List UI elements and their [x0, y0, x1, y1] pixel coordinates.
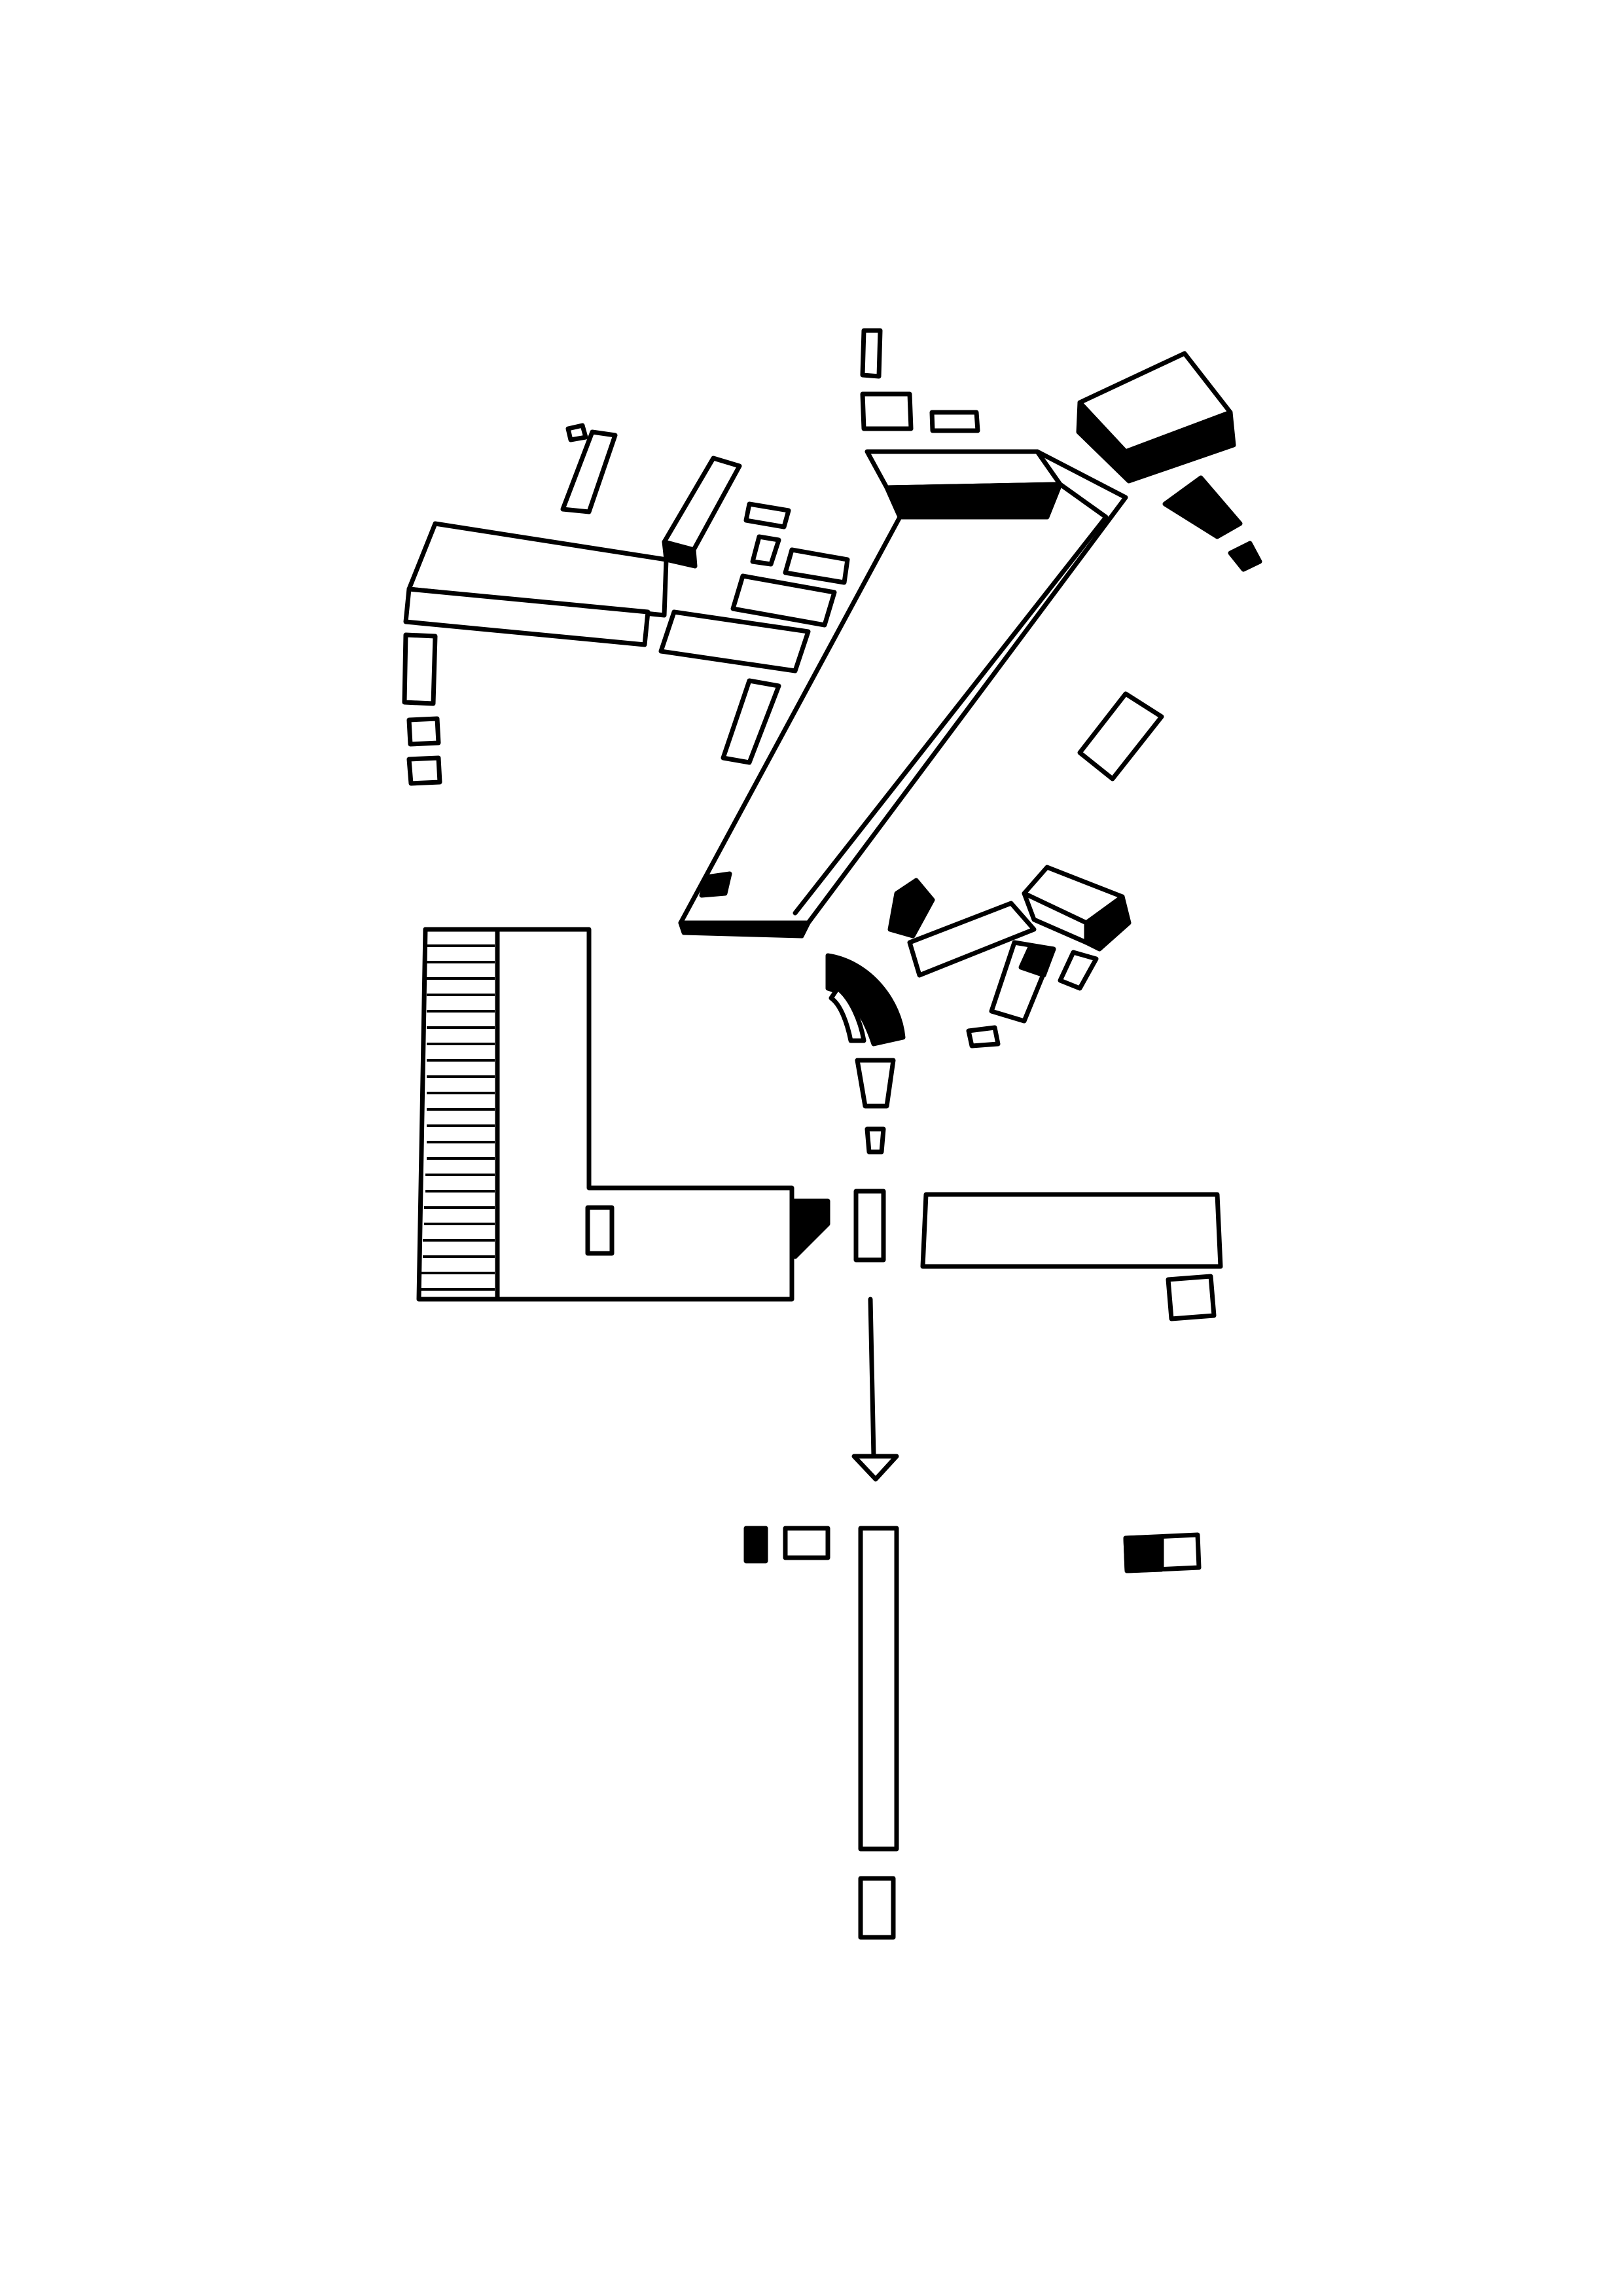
slab-end-dark-mark — [699, 871, 732, 898]
block-lower-small-outline — [783, 1526, 830, 1560]
long-bar-upper-left — [406, 521, 669, 618]
l-building-hatching — [420, 944, 495, 1291]
dark-curved-arc-outline — [829, 986, 866, 1043]
block-lower-bottom-small — [858, 1876, 896, 1940]
arrow-shaft — [868, 1297, 876, 1459]
diagonal-slab — [678, 449, 1128, 939]
l-shaped-building — [416, 927, 830, 1302]
dark-wedge-2 — [1228, 541, 1262, 572]
block-lower-dark-small — [743, 1526, 768, 1564]
block-tiny-tapered — [865, 1126, 886, 1155]
l-building-inner-block — [585, 1205, 615, 1256]
block-small-right-below — [1166, 1274, 1217, 1321]
block-isometric-post-dark — [662, 539, 698, 569]
long-bar-upper-left-lower — [403, 586, 651, 647]
block-short-ul-2 — [750, 534, 781, 567]
block-left-small-1 — [406, 716, 441, 747]
block-slanted-thin — [560, 429, 618, 514]
direction-arrow — [851, 1297, 899, 1482]
block-slanted-mid — [721, 678, 781, 765]
block-tapered-arm — [907, 901, 1037, 978]
block-iso-cube-shadow — [1084, 894, 1132, 952]
l-building-hatch-band — [416, 927, 500, 1302]
block-tiny-square-ul — [565, 423, 588, 442]
block-left-vertical — [402, 632, 438, 706]
block-short-ul-3 — [783, 547, 850, 585]
dark-isometric-block — [1076, 351, 1262, 572]
block-short-ul-1 — [743, 501, 791, 529]
block-right-slanted — [1077, 691, 1164, 781]
top-small-blocks — [860, 328, 980, 433]
slab-body — [678, 449, 1128, 925]
block-lower-right-dark — [1123, 1534, 1164, 1573]
block-long-horizontal-right — [920, 1192, 1223, 1269]
dark-wedge-1 — [1162, 475, 1243, 539]
dark-wedge-mid — [887, 878, 935, 939]
l-building-corner-shadow — [789, 1198, 830, 1259]
upper-left-cluster — [402, 423, 850, 786]
block-tiny-low — [966, 1025, 1001, 1049]
block-top-tiny-vertical — [860, 328, 883, 379]
block-isometric-post-top — [662, 456, 742, 552]
block-tapered-small — [855, 1058, 896, 1109]
dark-block-side-face — [1076, 400, 1236, 484]
block-short-ul-5 — [658, 609, 811, 673]
lower-group — [743, 1526, 1202, 1940]
block-lower-tall-bar — [858, 1526, 899, 1852]
arrow-head — [851, 1454, 899, 1482]
block-left-small-2 — [406, 755, 442, 786]
block-tapered-leg-dark — [1018, 943, 1056, 978]
block-top-small-right — [929, 410, 980, 433]
slab-bottom-shadow — [678, 920, 811, 939]
slab-inner-edge — [793, 482, 1109, 916]
right-middle-cluster — [825, 691, 1164, 1155]
block-small-tilted — [1058, 950, 1099, 991]
slab-top-bar-shadow — [884, 482, 1063, 520]
slab-top-bar — [865, 449, 1063, 490]
block-top-square — [860, 391, 914, 431]
block-short-ul-4 — [730, 573, 837, 628]
central-row — [853, 1189, 1223, 1321]
block-central-small-vertical — [853, 1189, 886, 1263]
